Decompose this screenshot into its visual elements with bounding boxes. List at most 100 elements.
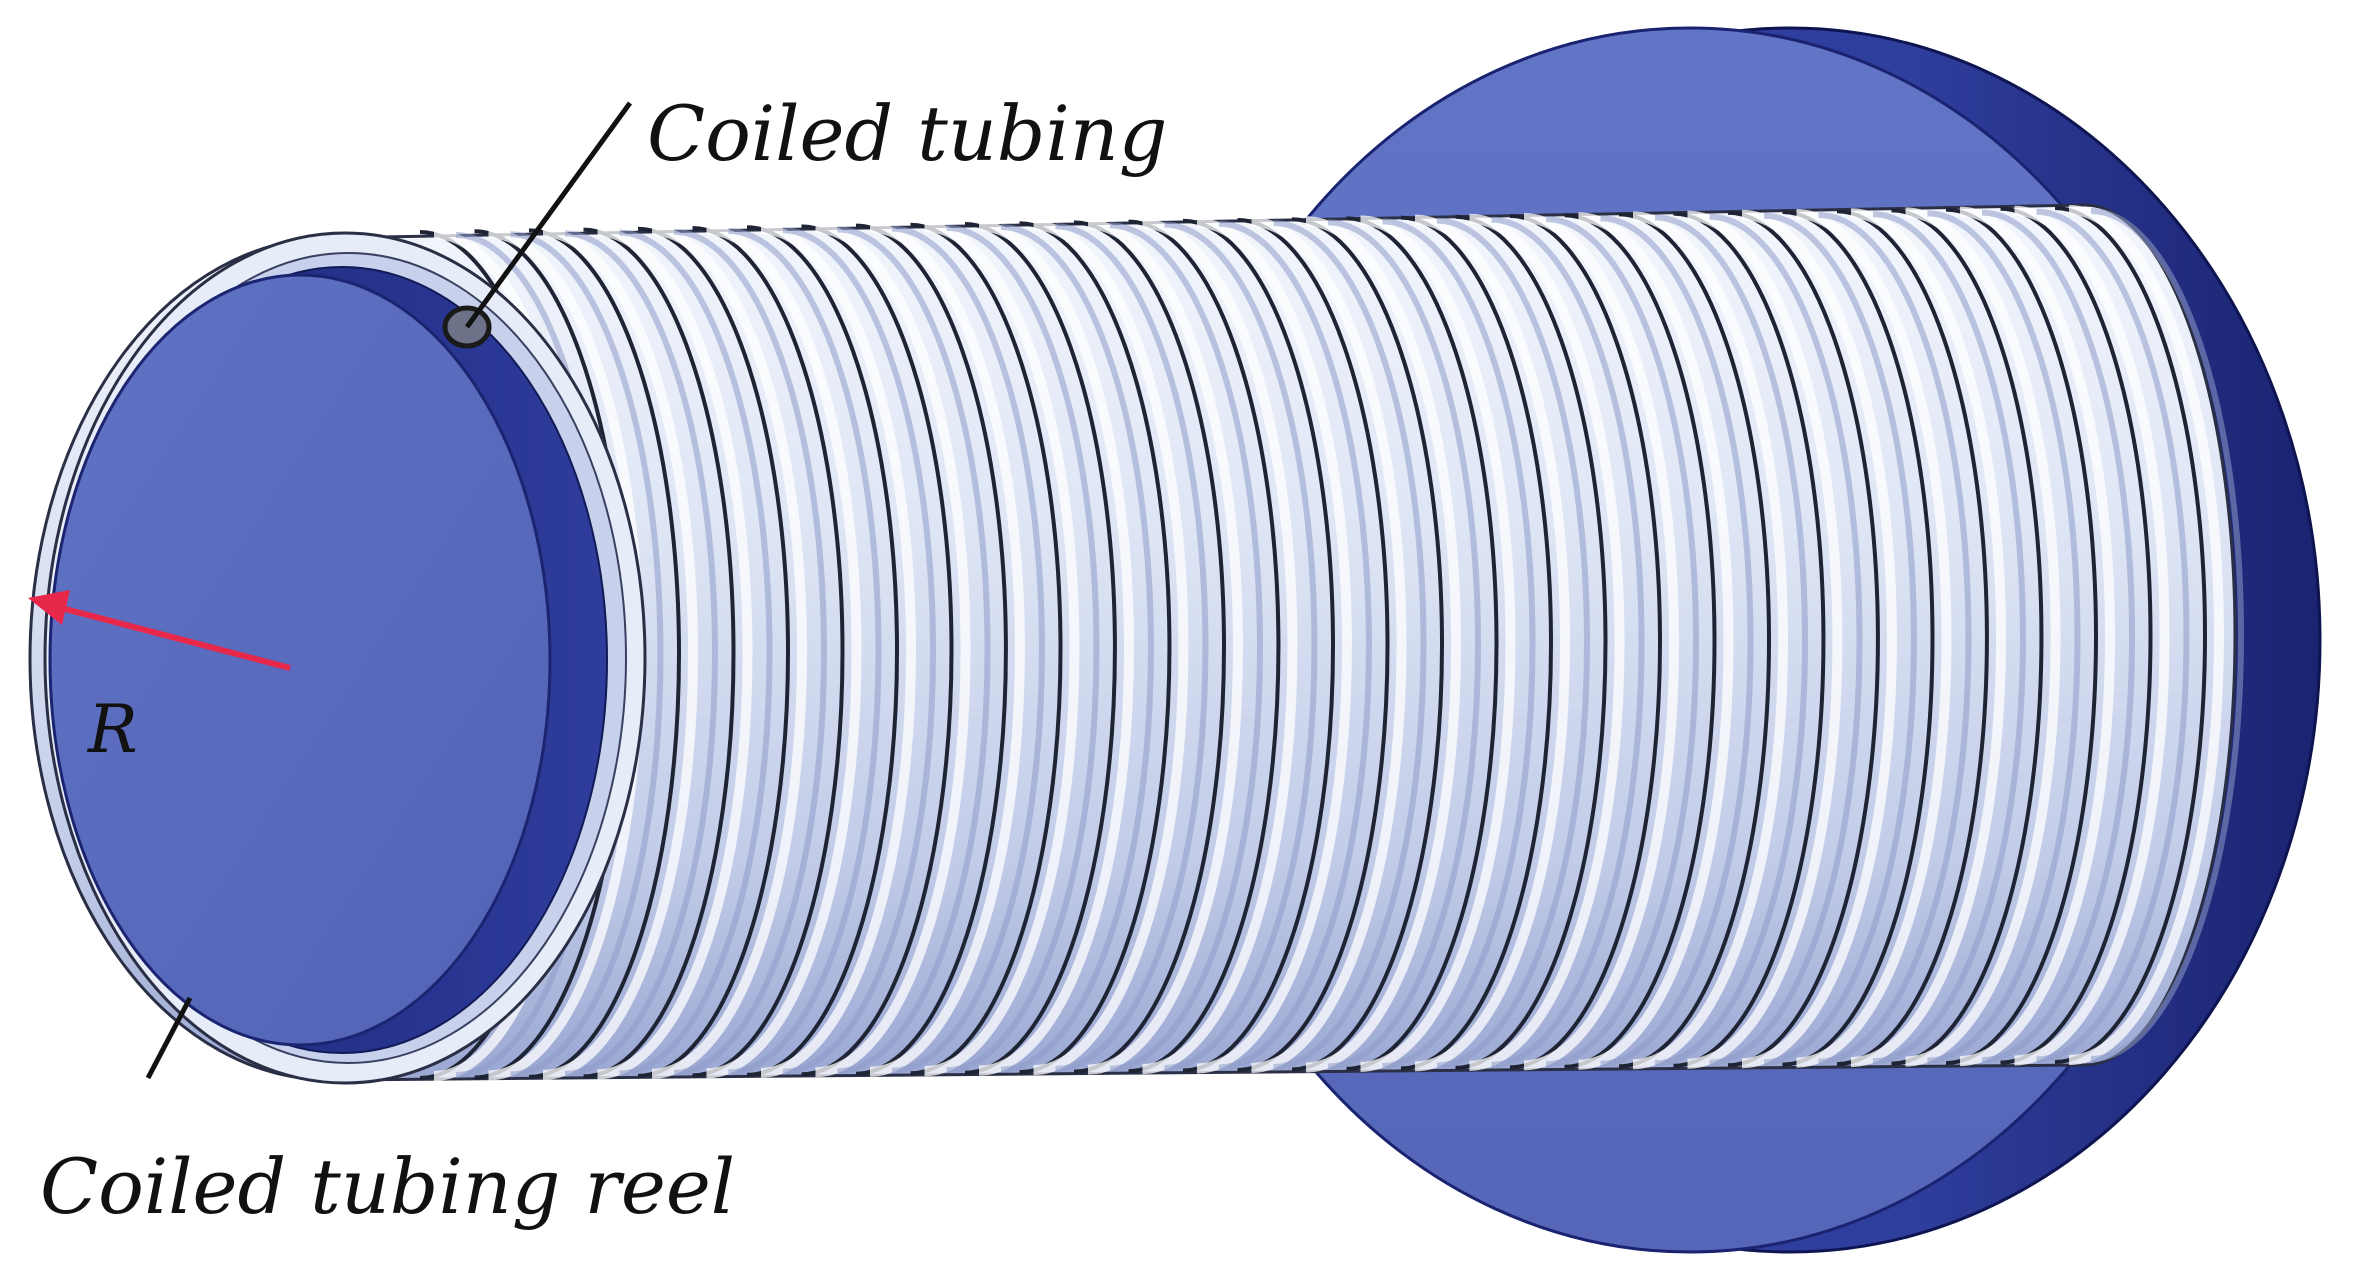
coil-turn-groove xyxy=(1346,216,1499,1071)
coil-turn-shade xyxy=(1055,223,1209,1073)
coil-turn-highlight xyxy=(1523,213,1679,1071)
coil-turn-shade xyxy=(1273,220,1427,1070)
coil-turn-groove xyxy=(855,223,1008,1076)
coil-turn-shade xyxy=(1818,212,1972,1065)
coil-turn-shade xyxy=(2036,208,2190,1063)
coil-turn-shade xyxy=(1164,221,1318,1072)
coil-turn-highlight xyxy=(1360,215,1516,1072)
coil-turn-groove xyxy=(746,225,899,1077)
coil-turn-groove xyxy=(801,224,954,1077)
coil-turn-shade xyxy=(1545,216,1699,1068)
coiled-tubing-label: Coiled tubing xyxy=(647,89,1167,178)
coil-turn-shade xyxy=(891,225,1045,1074)
coil-turn-groove xyxy=(692,226,845,1078)
coil-turn-shade xyxy=(673,228,828,1076)
reel-end xyxy=(43,231,647,1085)
coil-turn-highlight xyxy=(815,223,971,1078)
coil-turn-groove xyxy=(1291,217,1445,1072)
coil-turn-shade xyxy=(728,228,882,1076)
coil-turn-shade xyxy=(1218,220,1372,1071)
coil-turn-highlight xyxy=(1033,220,1189,1076)
coil-turn-groove xyxy=(528,228,681,1079)
coil-turn-groove xyxy=(1891,208,2044,1066)
coil-turn-shade xyxy=(510,231,664,1078)
coil-turn-shade xyxy=(1763,212,1917,1066)
coil-turn-groove xyxy=(1727,210,1880,1068)
coil-turn-groove xyxy=(1128,219,1281,1074)
coil-turn-shade xyxy=(1872,211,2026,1065)
coiled-tubing-callout: Coiled tubing xyxy=(464,89,1167,329)
coil-turn-highlight xyxy=(1142,218,1298,1075)
coil-turn-groove xyxy=(910,222,1063,1076)
coil-turn-groove xyxy=(2054,206,2207,1064)
coil-turn-shade xyxy=(2090,208,2244,1062)
coil-turn-highlight xyxy=(1687,210,1843,1069)
coil-turn-highlight xyxy=(1251,217,1407,1073)
coil-turn-groove xyxy=(1455,214,1608,1070)
coil-turn-shade xyxy=(1709,213,1863,1066)
coil-turn-shade xyxy=(1491,216,1645,1068)
coil-turn-shade xyxy=(1436,217,1590,1069)
radius-arrow-shaft xyxy=(49,602,291,671)
coil-turn-shade xyxy=(1654,214,1809,1067)
coil-turn-highlight xyxy=(1087,219,1243,1075)
coil-turn-shade xyxy=(946,224,1100,1074)
coil-turn-highlight xyxy=(2068,205,2224,1065)
coil-turn-highlight xyxy=(978,221,1135,1076)
coiled-tubing-leader xyxy=(464,101,633,329)
coil-turn-highlight xyxy=(760,224,916,1078)
coil-turn-shade xyxy=(782,227,936,1075)
coil-turn-groove xyxy=(1237,218,1390,1072)
coil-turn-highlight xyxy=(1305,216,1462,1073)
radius-arrowhead xyxy=(28,590,70,625)
coil-turn-shade xyxy=(837,226,991,1075)
radius-label: R xyxy=(87,691,138,768)
coil-turn-shade xyxy=(1000,224,1155,1073)
coil-turn-groove xyxy=(1182,218,1335,1073)
coil-turn-shade xyxy=(1109,222,1263,1072)
coil-turn-groove xyxy=(2000,206,2153,1065)
coil-turn-shade xyxy=(1382,218,1536,1069)
coil-turn-highlight xyxy=(2014,205,2170,1066)
coil-turn-groove xyxy=(1073,220,1226,1074)
coil-turn-groove xyxy=(1618,212,1772,1069)
coil-turn-groove xyxy=(1019,221,1172,1075)
coil-turn-highlight xyxy=(924,221,1080,1077)
coil-turn-shade xyxy=(1927,210,2081,1064)
coil-turn-highlight xyxy=(1632,211,1789,1070)
coiled-tubing-reel-leader xyxy=(145,996,193,1080)
coil-turn-highlight xyxy=(706,225,862,1079)
coil-turn-groove xyxy=(1945,207,2099,1066)
coil-turn-shade xyxy=(1327,219,1482,1070)
coil-turn-highlight xyxy=(1959,206,2116,1067)
coil-turn-groove xyxy=(1782,210,1935,1067)
coil-turn-highlight xyxy=(1469,213,1625,1071)
coil-turn-highlight xyxy=(1578,212,1734,1070)
coil-turn-highlight xyxy=(1905,207,2061,1067)
coil-turn-shade xyxy=(619,229,773,1077)
coil-turn-shade xyxy=(1600,215,1754,1067)
coiled-tubing-reel-label: Coiled tubing reel xyxy=(40,1142,735,1231)
coil-turn-highlight xyxy=(597,226,753,1080)
coil-turn-groove xyxy=(1509,214,1662,1070)
reel-end-face xyxy=(48,273,552,1047)
coil-turn-highlight xyxy=(1196,217,1352,1074)
coil-turn-highlight xyxy=(1850,208,2006,1068)
coiled-tubing-reel-callout: Coiled tubing reel xyxy=(40,996,735,1231)
coil-turn-groove xyxy=(964,222,1118,1075)
radius-arrow: R xyxy=(28,590,291,768)
coil-turn-highlight xyxy=(542,227,698,1080)
coil-turn-shade xyxy=(1981,209,2136,1064)
coil-turn-highlight xyxy=(1741,209,1897,1069)
coil-turn-highlight xyxy=(651,225,808,1079)
coil-turn-groove xyxy=(1564,213,1717,1069)
coil-turn-highlight xyxy=(1796,209,1952,1068)
coil-turn-highlight xyxy=(869,222,1025,1077)
coil-turn-highlight xyxy=(1414,214,1570,1072)
coil-turn-groove xyxy=(1400,215,1553,1071)
coil-turn-groove xyxy=(1673,211,1826,1068)
coil-turn-groove xyxy=(583,227,736,1079)
coil-turn-shade xyxy=(564,230,718,1077)
coil-turn-groove xyxy=(1836,209,1989,1067)
